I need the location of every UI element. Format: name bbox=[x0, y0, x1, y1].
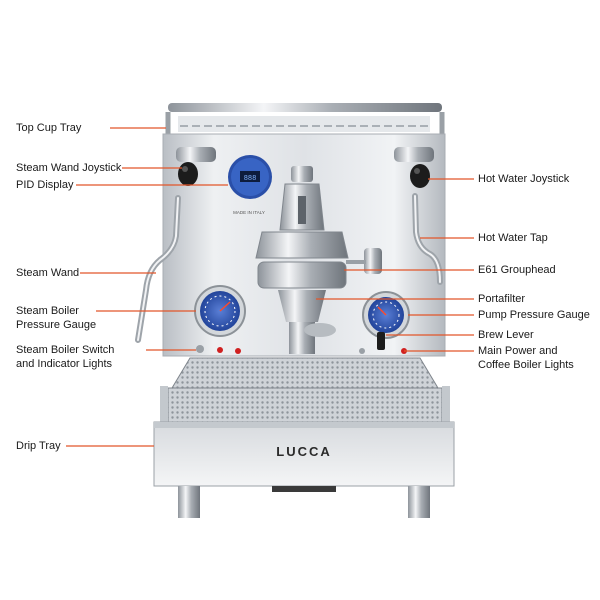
label-hot-water-joystick: Hot Water Joystick bbox=[478, 173, 570, 185]
label-pid-display: PID Display bbox=[16, 179, 74, 191]
pid-readout: 888 bbox=[244, 175, 257, 183]
drip-tray-icon: LUCCA bbox=[153, 421, 455, 487]
label-portafilter: Portafilter bbox=[478, 293, 526, 305]
label-line: Main Power and bbox=[478, 345, 558, 357]
label-main-power: Main Power and Coffee Boiler Lights bbox=[478, 344, 574, 372]
pump-pressure-gauge-icon bbox=[362, 291, 410, 339]
label-line: Coffee Boiler Lights bbox=[478, 359, 574, 371]
pid-display-unit: 888 bbox=[228, 155, 272, 199]
portafilter-icon bbox=[257, 261, 347, 354]
left-foot bbox=[178, 486, 200, 518]
label-line: Pressure Gauge bbox=[16, 319, 97, 331]
leader-lines bbox=[66, 127, 474, 447]
label-line: Steam Boiler bbox=[16, 305, 79, 317]
label-steam-boiler-switch: Steam Boiler Switch and Indicator Lights bbox=[16, 343, 114, 371]
steam-boiler-pressure-gauge-icon bbox=[194, 285, 246, 337]
made-in-italy-badge: MADE IN ITALY bbox=[233, 210, 265, 215]
steam-boiler-switch-icon bbox=[196, 345, 241, 354]
right-foot bbox=[408, 486, 430, 518]
label-drip-tray: Drip Tray bbox=[16, 440, 61, 452]
label-top-cup-tray: Top Cup Tray bbox=[16, 122, 82, 134]
label-brew-lever: Brew Lever bbox=[478, 329, 534, 341]
brand-logo: LUCCA bbox=[276, 444, 332, 459]
e61-grouphead-icon bbox=[255, 166, 382, 274]
label-line: Steam Boiler Switch bbox=[16, 344, 115, 356]
main-power-lights-icon bbox=[359, 348, 407, 354]
steam-wand-joystick-icon bbox=[176, 147, 216, 186]
label-e61-grouphead: E61 Grouphead bbox=[478, 264, 556, 276]
label-steam-boiler-pressure-gauge: Steam Boiler Pressure Gauge bbox=[16, 304, 96, 332]
label-hot-water-tap: Hot Water Tap bbox=[478, 232, 548, 244]
brew-lever-icon bbox=[377, 332, 385, 350]
label-steam-wand: Steam Wand bbox=[16, 267, 80, 279]
label-steam-wand-joystick: Steam Wand Joystick bbox=[16, 162, 122, 174]
label-pump-pressure-gauge: Pump Pressure Gauge bbox=[478, 309, 590, 321]
hot-water-joystick-icon bbox=[394, 147, 434, 188]
drip-tray-grate bbox=[171, 357, 439, 389]
label-line: and Indicator Lights bbox=[16, 358, 113, 370]
top-cup-tray bbox=[165, 103, 445, 138]
